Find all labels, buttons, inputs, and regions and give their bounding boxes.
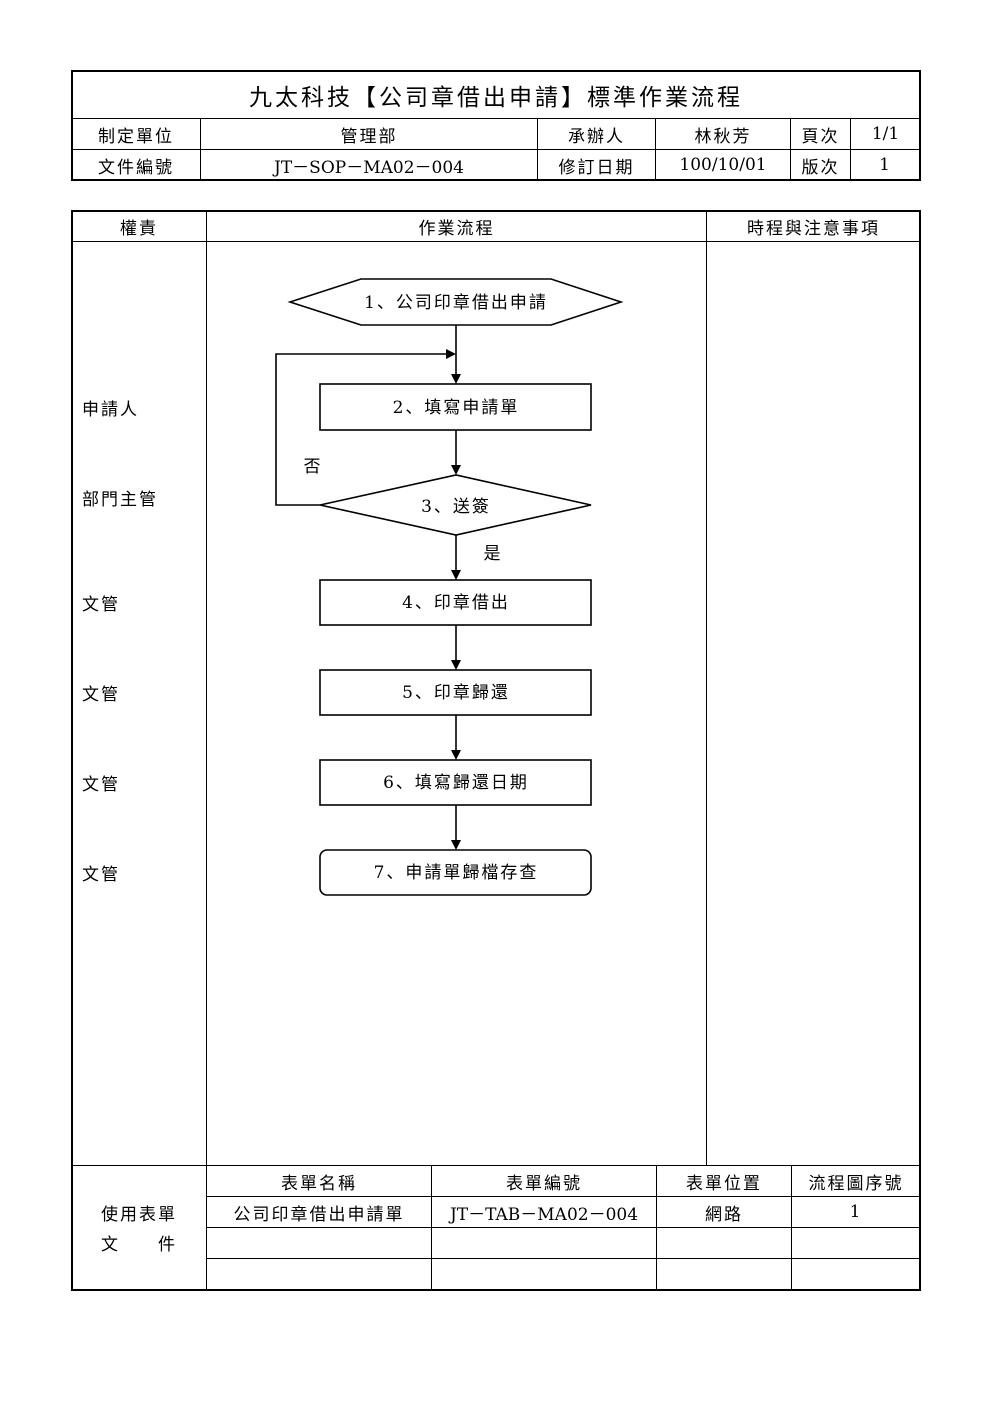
column-header-responsibility: 權責 xyxy=(120,218,158,239)
header-cell: 制定單位 xyxy=(98,126,174,147)
forms-cell xyxy=(792,1259,920,1289)
step-label: 4、印章借出 xyxy=(402,593,510,613)
divider xyxy=(537,119,538,180)
divider xyxy=(790,119,791,180)
responsibility-label: 文管 xyxy=(82,684,120,705)
forms-cell xyxy=(432,1228,656,1258)
header-cell: 管理部 xyxy=(340,126,398,147)
forms-section-label: 文 件 xyxy=(101,1234,177,1255)
forms-section-label: 使用表單 xyxy=(101,1204,177,1225)
divider xyxy=(207,1227,920,1228)
header-cell: 1/1 xyxy=(871,124,900,144)
divider xyxy=(791,1166,792,1290)
header-cell: 林秋芳 xyxy=(694,126,752,147)
step-label: 6、填寫歸還日期 xyxy=(383,773,529,793)
forms-cell xyxy=(207,1228,431,1258)
forms-column-header: 表單編號 xyxy=(506,1173,582,1194)
forms-cell xyxy=(432,1259,656,1289)
column-header-workflow: 作業流程 xyxy=(418,218,495,239)
no-label: 否 xyxy=(304,457,323,477)
responsibility-label: 申請人 xyxy=(82,399,139,420)
forms-cell: 網路 xyxy=(705,1204,743,1225)
forms-cell xyxy=(657,1228,791,1258)
forms-cell xyxy=(657,1259,791,1289)
divider xyxy=(200,119,201,180)
divider xyxy=(72,241,920,242)
forms-cell xyxy=(792,1228,920,1258)
divider xyxy=(706,211,707,1165)
forms-cell: 公司印章借出申請單 xyxy=(233,1204,405,1225)
flow-table xyxy=(71,210,921,1291)
loop-back-arrow xyxy=(275,349,456,506)
step-label: 1、公司印章借出申請 xyxy=(364,293,548,313)
divider xyxy=(206,211,207,1290)
responsibility-label: 部門主管 xyxy=(82,489,158,510)
responsibility-label: 文管 xyxy=(82,774,120,795)
divider xyxy=(72,149,920,150)
step-1-hexagon xyxy=(287,278,624,326)
forms-cell: JT－TAB－MA02－004 xyxy=(449,1204,639,1225)
step-7-box xyxy=(319,849,592,896)
divider xyxy=(207,1258,920,1259)
document-title: 九太科技【公司章借出申請】標準作業流程 xyxy=(249,85,743,111)
forms-column-header: 表單名稱 xyxy=(281,1173,357,1194)
yes-label: 是 xyxy=(484,544,503,564)
divider xyxy=(655,119,656,180)
step-label: 3、送簽 xyxy=(421,497,491,517)
step-label: 2、填寫申請單 xyxy=(393,398,520,418)
divider xyxy=(207,1196,920,1197)
header-cell: 頁次 xyxy=(801,126,840,147)
header-cell: 1 xyxy=(879,155,892,175)
column-header-notes: 時程與注意事項 xyxy=(747,218,880,239)
divider xyxy=(431,1166,432,1290)
header-cell: 修訂日期 xyxy=(558,157,635,178)
divider xyxy=(850,119,851,180)
forms-column-header: 流程圖序號 xyxy=(808,1173,904,1194)
step-label: 7、申請單歸檔存查 xyxy=(374,863,539,883)
header-cell: JT－SOP－MA02－004 xyxy=(274,157,464,178)
header-cell: 文件編號 xyxy=(98,157,174,178)
forms-column-header: 表單位置 xyxy=(686,1173,762,1194)
responsibility-label: 文管 xyxy=(82,864,120,885)
responsibility-label: 文管 xyxy=(82,594,120,615)
header-cell: 承辦人 xyxy=(568,126,625,147)
forms-cell: 1 xyxy=(849,1202,863,1222)
header-cell: 100/10/01 xyxy=(679,155,767,175)
header-cell: 版次 xyxy=(801,157,840,178)
divider xyxy=(72,118,920,119)
step-label: 5、印章歸還 xyxy=(402,683,510,703)
divider xyxy=(72,1165,920,1166)
divider xyxy=(656,1166,657,1290)
header-table xyxy=(71,70,921,181)
step-3-diamond xyxy=(319,474,592,536)
forms-cell xyxy=(207,1259,431,1289)
